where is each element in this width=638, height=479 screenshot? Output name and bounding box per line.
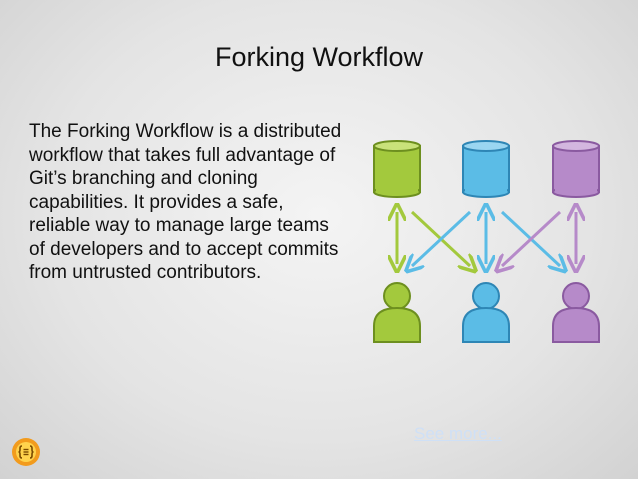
slideshare-logo-icon bbox=[12, 438, 40, 466]
slide-body-text: The Forking Workflow is a distributed wo… bbox=[29, 121, 342, 283]
developer-blue bbox=[462, 282, 510, 343]
see-more-link[interactable]: See more... bbox=[414, 424, 502, 443]
repo-green bbox=[373, 140, 421, 198]
developer-purple bbox=[552, 282, 600, 343]
arrow-purple-to-blue bbox=[502, 210, 562, 266]
developer-green bbox=[373, 282, 421, 343]
slide-title: Forking Workflow bbox=[214, 42, 424, 72]
repo-blue bbox=[462, 140, 510, 198]
repo-purple bbox=[552, 140, 600, 198]
forking-workflow-diagram bbox=[373, 140, 600, 343]
arrow-blue-to-green bbox=[412, 210, 472, 266]
